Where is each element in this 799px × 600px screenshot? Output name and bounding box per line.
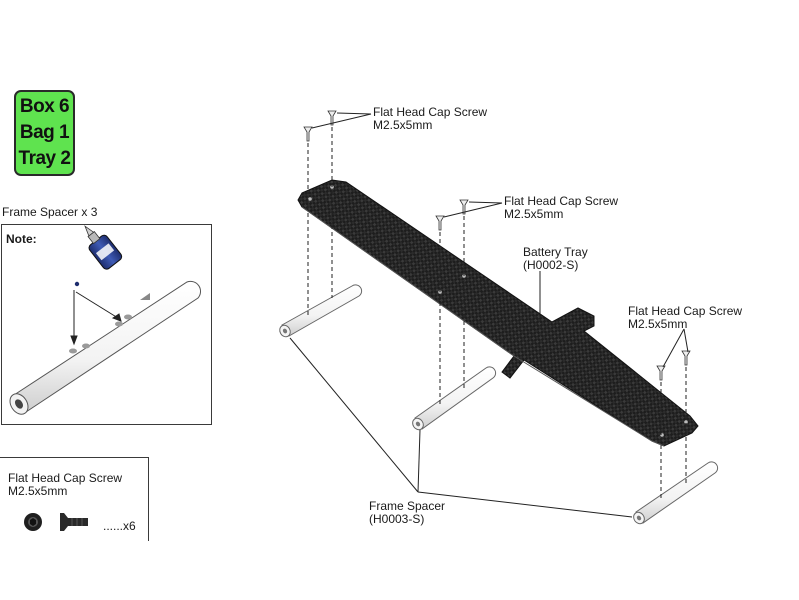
box-label: Box 6 (19, 96, 70, 117)
note-panel (1, 224, 212, 425)
note-title: Note: (6, 232, 37, 246)
callout-screw-mid-size: M2.5x5mm (504, 207, 564, 221)
spacer-caption: Frame Spacer x 3 (2, 205, 98, 219)
bag-label: Bag 1 (19, 122, 70, 143)
box-bag-tray-badge: Box 6 Bag 1 Tray 2 (14, 90, 75, 176)
callout-battery-tray-part: (H0002-S) (523, 258, 579, 272)
tray-label: Tray 2 (18, 148, 71, 169)
callout-screw-right-size: M2.5x5mm (628, 317, 688, 331)
frame-spacer-middle (412, 366, 497, 431)
screw-group-screws (303, 110, 691, 381)
callout-screw-top-name: Flat Head Cap Screw (373, 105, 488, 119)
frame-spacer-right (633, 461, 719, 525)
parts-list-panel (0, 457, 149, 541)
parts-list-name: Flat Head Cap Screw (8, 471, 123, 485)
callout-screw-top-size: M2.5x5mm (373, 118, 433, 132)
parts-list-quantity: ......x6 (103, 519, 136, 533)
frame-spacer-left (279, 284, 363, 338)
callout-frame-spacer-part: (H0003-S) (369, 512, 425, 526)
parts-list-size: M2.5x5mm (8, 484, 68, 498)
